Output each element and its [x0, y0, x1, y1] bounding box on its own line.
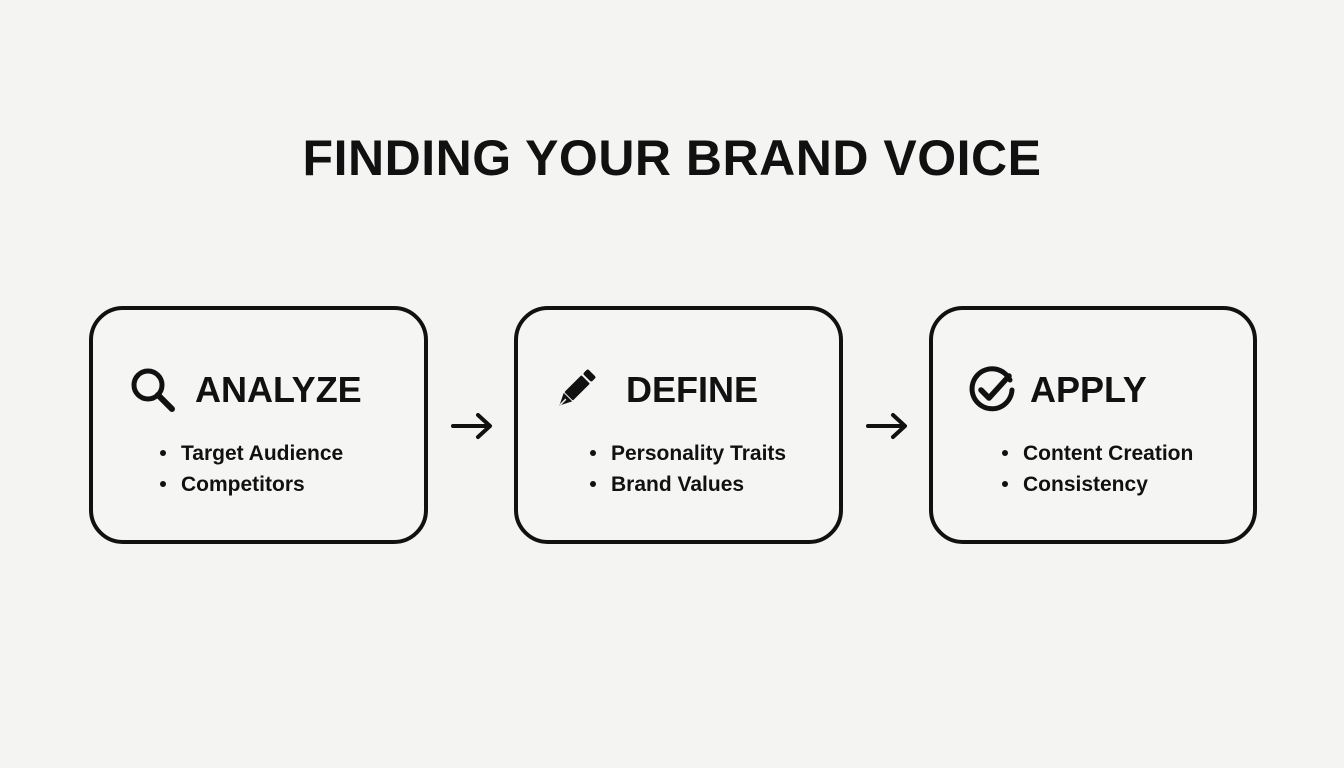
bullet-item: Personality Traits	[589, 438, 786, 469]
check-circle-icon	[966, 364, 1018, 416]
bullet-text: Personality Traits	[611, 442, 787, 465]
bullet-dot	[160, 481, 166, 487]
page-title: FINDING YOUR BRAND VOICE	[302, 130, 1042, 186]
bullet-dot	[590, 481, 596, 487]
step-title: ANALYZE	[195, 369, 362, 410]
bullet-item: Content Creation	[1001, 438, 1193, 469]
bullet-text: Competitors	[181, 473, 305, 496]
bullet-dot	[1002, 481, 1008, 487]
step-card-analyze: ANALYZE Target Audience Competitors	[89, 306, 428, 544]
magnifying-glass-icon	[127, 364, 179, 416]
bullet-dot	[1002, 450, 1008, 456]
step-bullet-list: Content Creation Consistency	[1001, 438, 1193, 500]
step-card-apply: APPLY Content Creation Consistency	[929, 306, 1257, 544]
step-card-define: DEFINE Personality Traits Brand Values	[514, 306, 843, 544]
step-title: APPLY	[1030, 369, 1147, 410]
arrow-right-icon	[450, 410, 494, 442]
pen-icon	[549, 364, 601, 416]
step-title: DEFINE	[626, 369, 759, 410]
bullet-text: Target Audience	[181, 442, 344, 465]
bullet-text: Content Creation	[1023, 442, 1194, 465]
bullet-text: Consistency	[1023, 473, 1148, 496]
step-bullet-list: Target Audience Competitors	[159, 438, 343, 500]
bullet-item: Consistency	[1001, 469, 1193, 500]
bullet-dot	[590, 450, 596, 456]
bullet-item: Target Audience	[159, 438, 343, 469]
arrow-right-icon	[865, 410, 909, 442]
bullet-item: Competitors	[159, 469, 343, 500]
bullet-text: Brand Values	[611, 473, 745, 496]
bullet-dot	[160, 450, 166, 456]
bullet-item: Brand Values	[589, 469, 786, 500]
step-bullet-list: Personality Traits Brand Values	[589, 438, 786, 500]
